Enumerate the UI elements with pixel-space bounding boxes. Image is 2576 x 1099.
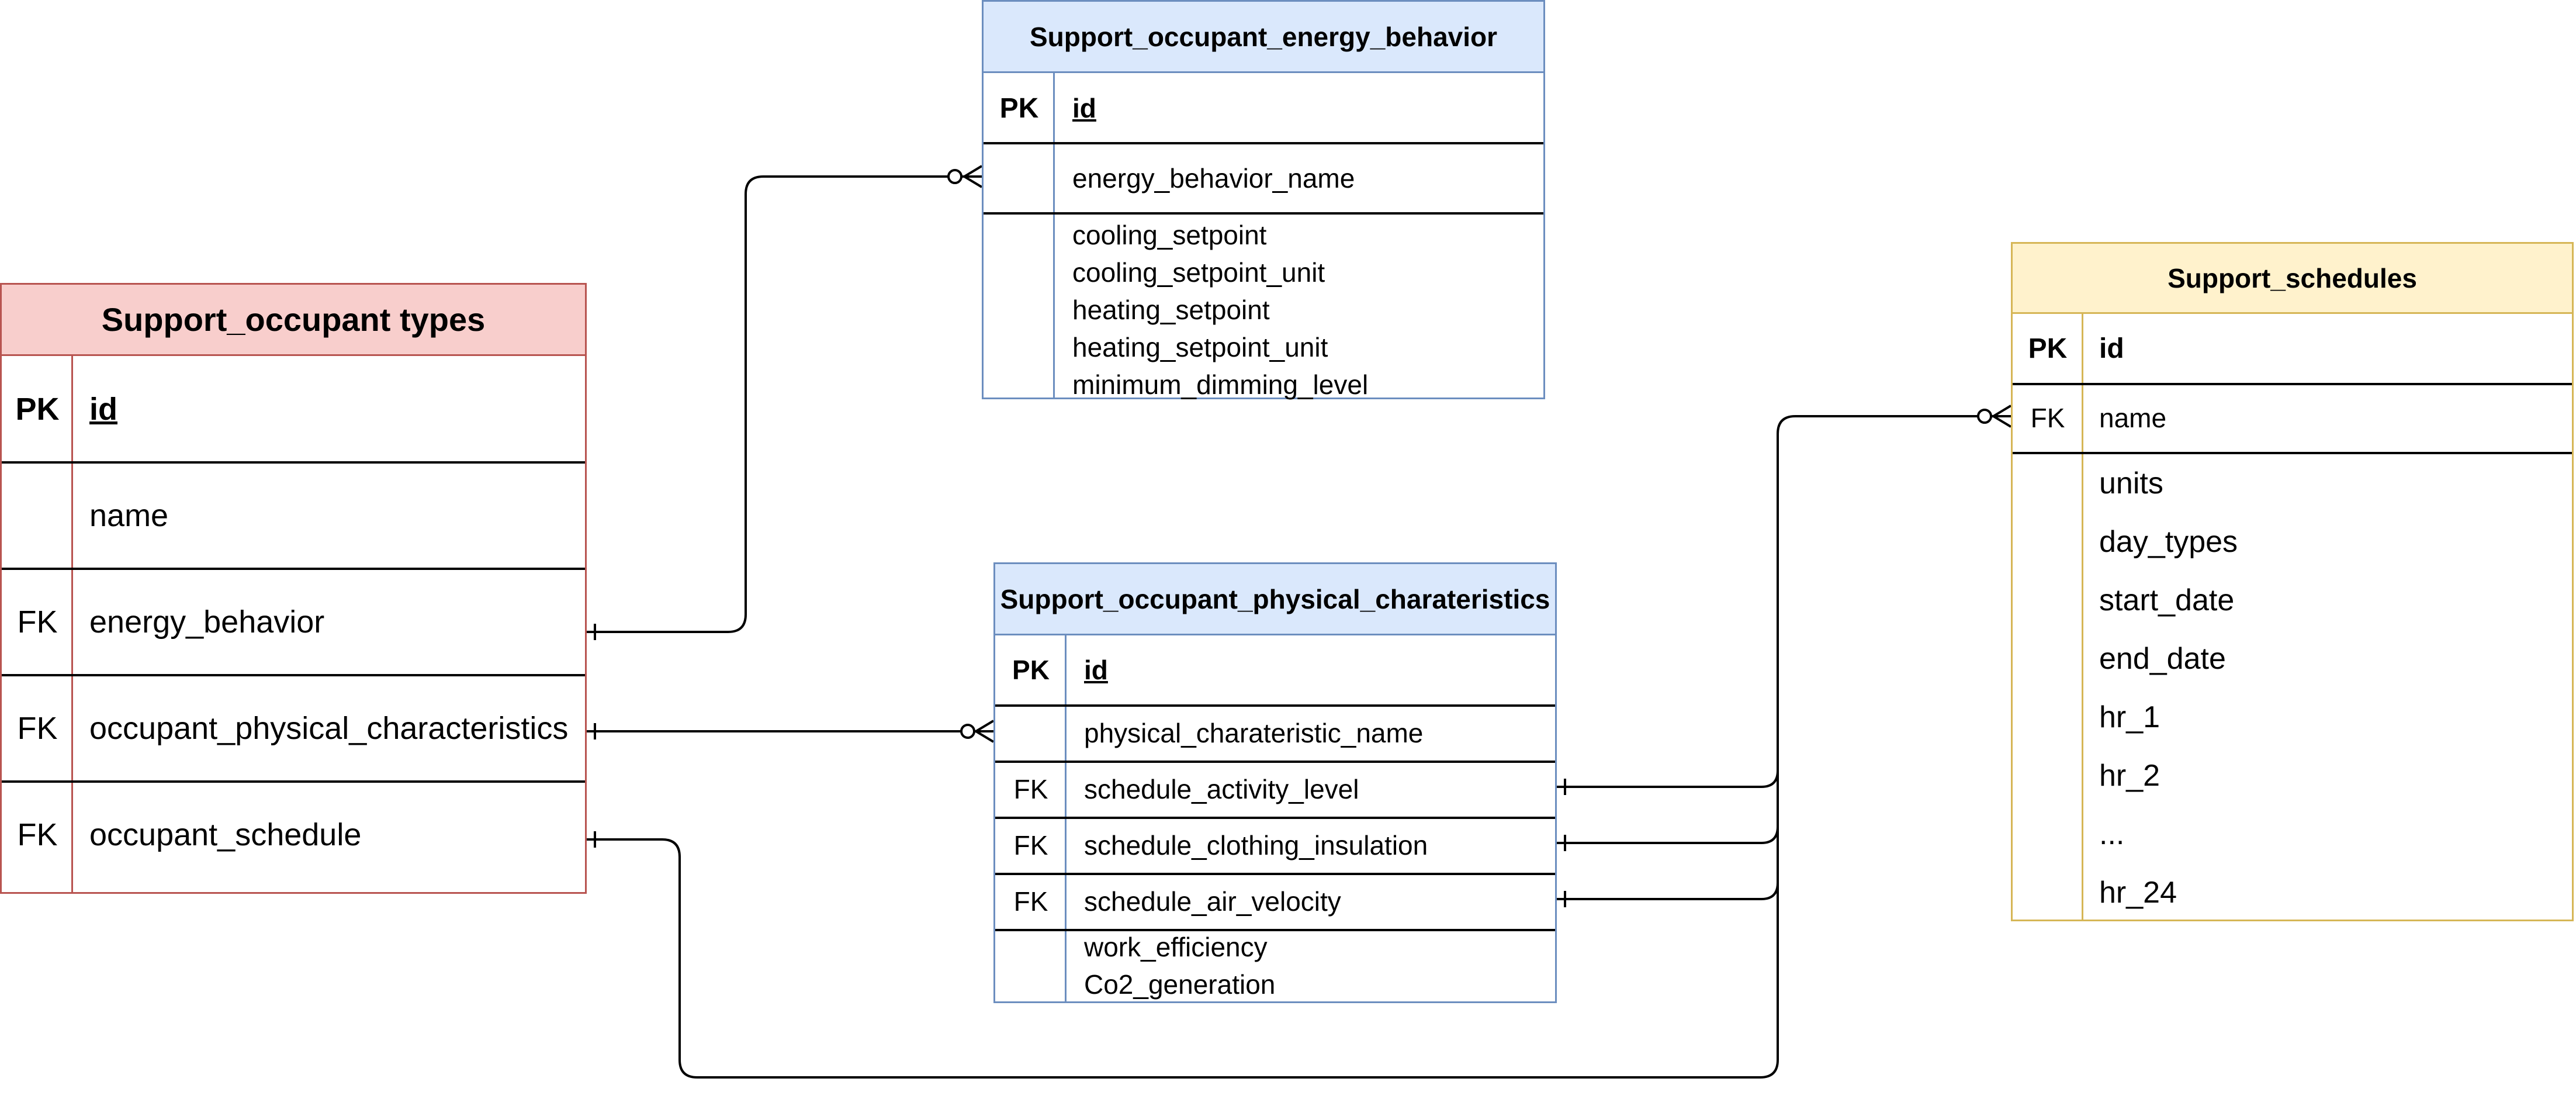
field-id: id bbox=[89, 392, 117, 427]
table-row[interactable]: PK id bbox=[984, 73, 1543, 143]
field-units: units bbox=[2099, 466, 2163, 500]
field-start-date: start_date bbox=[2099, 583, 2235, 617]
foreign-key-label: FK bbox=[17, 711, 58, 746]
table-row[interactable]: FK occupant_physical_characteristics bbox=[2, 675, 585, 782]
foreign-key-label: FK bbox=[1013, 830, 1048, 860]
table-row[interactable]: FK schedule_clothing_insulation bbox=[995, 818, 1555, 873]
table-title: Support_occupant_physical_charateristics bbox=[995, 564, 1555, 635]
table-support-occupant-types[interactable]: Support_occupant types PK id name FK ene… bbox=[0, 283, 587, 894]
key-label bbox=[2, 462, 73, 569]
key-label bbox=[995, 706, 1067, 761]
field-physical-charateristic-name: physical_charateristic_name bbox=[1084, 718, 1424, 748]
primary-key-label: PK bbox=[15, 392, 60, 427]
field-schedule-activity-level: schedule_activity_level bbox=[1084, 774, 1359, 804]
row-divider bbox=[2013, 383, 2572, 385]
link-air-velocity bbox=[1557, 882, 1779, 900]
table-row[interactable]: physical_charateristic_name bbox=[995, 706, 1555, 761]
field-energy-behavior: energy_behavior bbox=[89, 604, 325, 640]
attribute-list: cooling_setpoint cooling_setpoint_unit h… bbox=[984, 213, 1543, 400]
key-column-divider bbox=[1053, 73, 1055, 398]
foreign-key-label: FK bbox=[1013, 886, 1048, 917]
row-divider bbox=[984, 212, 1543, 215]
table-row[interactable]: name bbox=[2, 462, 585, 569]
field-day-types: day_types bbox=[2099, 525, 2238, 559]
table-row[interactable]: FK schedule_air_velocity bbox=[995, 874, 1555, 929]
field-cooling-setpoint-unit: cooling_setpoint_unit bbox=[1072, 257, 1325, 288]
field-heating-setpoint-unit: heating_setpoint_unit bbox=[1072, 332, 1328, 362]
primary-key-label: PK bbox=[2028, 333, 2068, 364]
table-title: Support_occupant types bbox=[2, 285, 585, 356]
link-schedule-many-mark bbox=[1991, 405, 2012, 428]
table-support-schedules[interactable]: Support_schedules PK id FK name units da… bbox=[2011, 242, 2574, 921]
field-energy-behavior-name: energy_behavior_name bbox=[1072, 163, 1355, 193]
field-heating-setpoint: heating_setpoint bbox=[1072, 295, 1270, 325]
foreign-key-label: FK bbox=[17, 817, 58, 852]
table-row[interactable]: FK schedule_activity_level bbox=[995, 762, 1555, 817]
foreign-key-label: FK bbox=[17, 604, 58, 640]
table-row[interactable]: FK occupant_schedule bbox=[2, 782, 585, 888]
foreign-key-label: FK bbox=[2030, 403, 2065, 433]
key-label bbox=[984, 143, 1055, 213]
row-divider bbox=[2013, 452, 2572, 454]
link-schedule-zero-mark bbox=[1977, 409, 1992, 424]
table-row[interactable]: PK id bbox=[2, 356, 585, 462]
field-occupant-physical-characteristics: occupant_physical_characteristics bbox=[89, 711, 569, 746]
field-co2-generation: Co2_generation bbox=[1084, 969, 1276, 1000]
table-row[interactable]: FK name bbox=[2013, 384, 2572, 452]
link-energy-behavior-zero-mark bbox=[947, 169, 962, 184]
row-divider bbox=[995, 929, 1555, 931]
field-ellipsis: ... bbox=[2099, 817, 2125, 851]
table-row[interactable]: PK id bbox=[2013, 314, 2572, 383]
link-energy-behavior-many-mark bbox=[962, 165, 983, 188]
key-column-divider bbox=[2082, 314, 2083, 920]
table-row[interactable]: FK energy_behavior bbox=[2, 569, 585, 675]
link-clothing-insulation bbox=[1557, 826, 1779, 844]
field-name: name bbox=[89, 498, 169, 533]
table-row[interactable]: energy_behavior_name bbox=[984, 143, 1543, 213]
row-divider bbox=[995, 873, 1555, 875]
table-title: Support_occupant_energy_behavior bbox=[984, 2, 1543, 73]
row-divider bbox=[2, 461, 585, 464]
link-energy-behavior bbox=[587, 175, 982, 633]
field-id: id bbox=[1084, 655, 1108, 685]
field-cooling-setpoint: cooling_setpoint bbox=[1072, 220, 1267, 250]
field-end-date: end_date bbox=[2099, 642, 2226, 676]
field-occupant-schedule: occupant_schedule bbox=[89, 817, 362, 852]
primary-key-label: PK bbox=[1012, 655, 1050, 685]
field-hr-1: hr_1 bbox=[2099, 700, 2160, 734]
table-support-occupant-physical-charateristics[interactable]: Support_occupant_physical_charateristics… bbox=[993, 562, 1557, 1003]
field-id: id bbox=[1072, 93, 1096, 123]
attribute-list: work_efficiency Co2_generation bbox=[995, 930, 1555, 1003]
link-physical-zero-mark bbox=[960, 724, 975, 739]
table-support-occupant-energy-behavior[interactable]: Support_occupant_energy_behavior PK id e… bbox=[982, 0, 1545, 400]
row-divider bbox=[2, 780, 585, 783]
key-column-divider bbox=[71, 356, 73, 892]
field-name: name bbox=[2099, 403, 2167, 433]
field-schedule-air-velocity: schedule_air_velocity bbox=[1084, 886, 1341, 917]
row-divider bbox=[995, 704, 1555, 707]
row-divider bbox=[2, 674, 585, 676]
field-hr-24: hr_24 bbox=[2099, 876, 2177, 910]
table-row[interactable]: PK id bbox=[995, 635, 1555, 704]
row-divider bbox=[2, 568, 585, 570]
foreign-key-label: FK bbox=[1013, 774, 1048, 804]
link-physical-many-mark bbox=[974, 720, 995, 743]
field-minimum-dimming-level: minimum_dimming_level bbox=[1072, 369, 1369, 400]
link-activity-level bbox=[1557, 770, 1779, 788]
field-work-efficiency: work_efficiency bbox=[1084, 932, 1268, 962]
row-divider bbox=[984, 142, 1543, 144]
primary-key-label: PK bbox=[999, 92, 1039, 124]
row-divider bbox=[995, 761, 1555, 763]
field-id: id bbox=[2099, 333, 2124, 364]
field-schedule-clothing-insulation: schedule_clothing_insulation bbox=[1084, 830, 1428, 860]
table-title: Support_schedules bbox=[2013, 244, 2572, 314]
attribute-list: units day_types start_date end_date hr_1… bbox=[2013, 453, 2572, 921]
row-divider bbox=[995, 817, 1555, 819]
field-hr-2: hr_2 bbox=[2099, 759, 2160, 793]
